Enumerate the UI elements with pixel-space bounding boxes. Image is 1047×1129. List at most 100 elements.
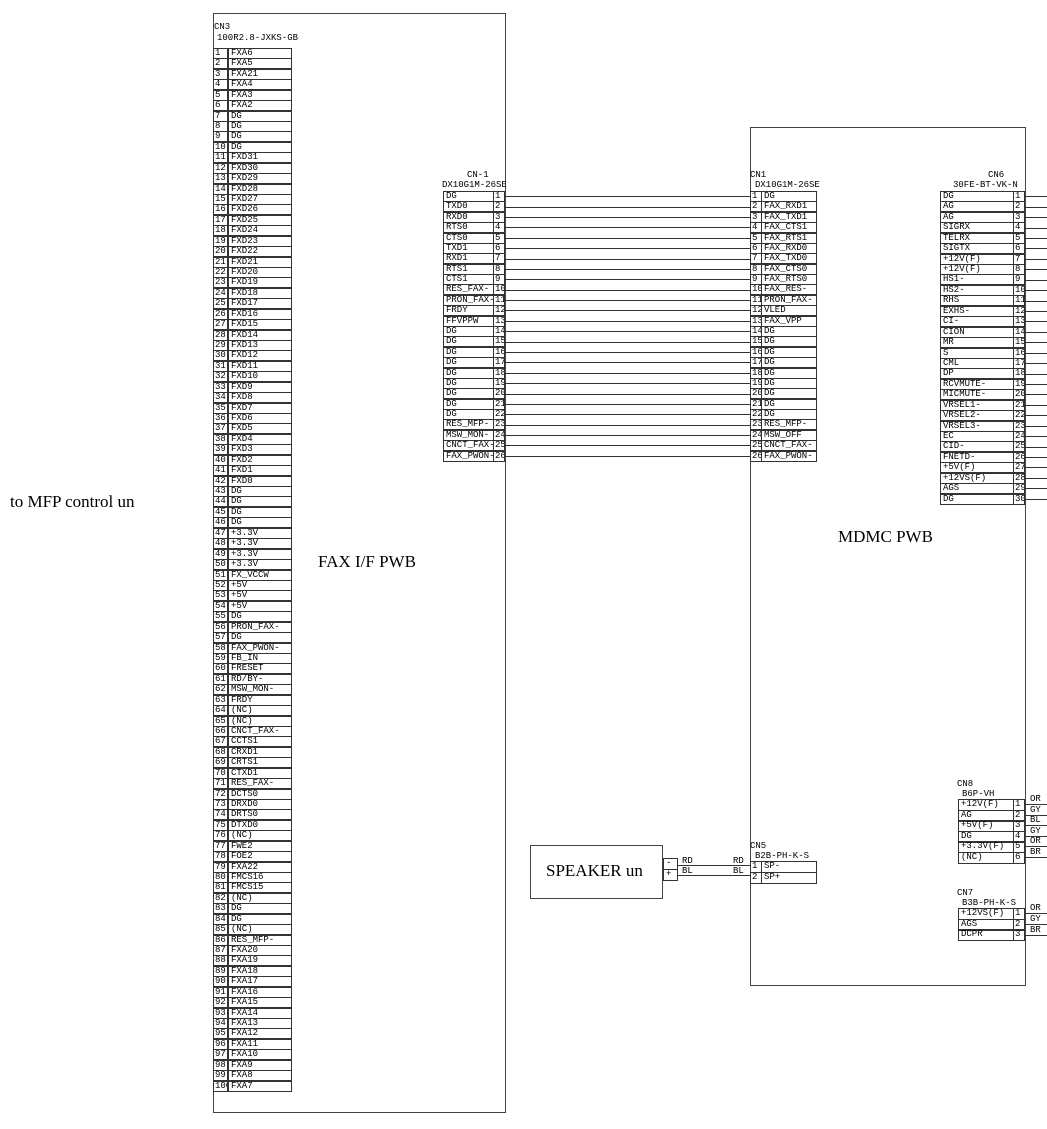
cn3-pin-number: 1: [213, 48, 228, 59]
cn_1-wire: [505, 300, 750, 301]
cn_1-wire: [505, 352, 750, 353]
cn6-wire: [1025, 394, 1047, 395]
cn3-pin-number: 50: [213, 559, 228, 571]
cn6-pin-label: MR: [940, 337, 1014, 349]
cn6-pin-label: RCVMUTE-: [940, 378, 1014, 390]
cn3-pin-label: FXA18: [228, 965, 292, 977]
cn3-pin-label: DG: [228, 506, 292, 518]
cn1-pin-label: FAX_CTS0: [761, 263, 817, 275]
cn3-pin-label: FWE2: [228, 840, 292, 852]
cn3-pin-label: CCTS1: [228, 736, 292, 748]
cn8-pin-label: +3.3V(F): [958, 841, 1014, 853]
cn_1-pin-label: RXD1: [443, 253, 494, 265]
cn3-pin-number: 44: [213, 496, 228, 508]
cn6-pin-label: AG: [940, 211, 1014, 223]
cn6-wire: [1025, 415, 1047, 416]
cn3-pin-number: 2: [213, 58, 228, 70]
cn3-pin-number: 38: [213, 433, 228, 445]
cn3-pin-number: 29: [213, 340, 228, 352]
cn3-pin-label: DCTS0: [228, 788, 292, 800]
cn_1-wire: [505, 269, 750, 270]
cn_1-pin-number: 14: [493, 326, 505, 337]
cn3-pin-number: 60: [213, 663, 228, 675]
cn_1-pin-label: RES_MFP-: [443, 419, 494, 431]
cn1-pin-label: FAX_TXD0: [761, 253, 817, 265]
cn3-pin-label: FXD1: [228, 465, 292, 477]
cn3-pin-number: 6: [213, 100, 228, 112]
cn6-pin-label: DG: [940, 493, 1014, 505]
cn3-pin-number: 4: [213, 79, 228, 91]
cn3-pin-label: FRESET: [228, 663, 292, 675]
cn8-wire-color: OR: [1030, 836, 1041, 846]
cn1-pin-label: DG: [761, 388, 817, 400]
cn6-pin-label: VRSEL1-: [940, 399, 1014, 411]
cn7-name: CN7: [957, 888, 974, 898]
cn3-pin-number: 5: [213, 89, 228, 101]
cn3-pin-label: +3.3V: [228, 548, 292, 560]
cn6-pin-number: 19: [1013, 378, 1025, 390]
cn3-pin-number: 79: [213, 861, 228, 873]
cn6-wire: [1025, 353, 1047, 354]
cn3-pin-number: 97: [213, 1049, 228, 1061]
cn3-pin-label: (NC): [228, 705, 292, 717]
cn3-pin-number: 21: [213, 256, 228, 268]
cn6-pin-label: FNETD-: [940, 451, 1014, 463]
cn3-pin-number: 40: [213, 454, 228, 466]
cn_1-pin-label: PRON_FAX-: [443, 294, 494, 306]
cn3-pin-label: FMCS16: [228, 871, 292, 883]
cn3-pin-number: 39: [213, 444, 228, 456]
cn1-pin-label: DG: [761, 357, 817, 369]
cn3-pin-number: 15: [213, 194, 228, 206]
cn3-pin-number: 73: [213, 798, 228, 810]
cn1-pin-label: DG: [761, 377, 817, 389]
cn6-name: CN6: [988, 170, 1005, 180]
cn6-pin-label: CION: [940, 326, 1014, 338]
cn3-pin-number: 36: [213, 413, 228, 425]
cn3-pin-number: 13: [213, 173, 228, 185]
cn6-pin-number: 29: [1013, 483, 1025, 495]
cn3-pin-label: FXD22: [228, 246, 292, 258]
cn3-pin-number: 55: [213, 611, 228, 623]
cn6-pin-number: 15: [1013, 337, 1025, 349]
cn1-pin-label: DG: [761, 409, 817, 421]
cn8-part: B6P-VH: [962, 789, 995, 799]
cn_1-pin-number: 22: [493, 409, 505, 421]
cn3-pin-number: 19: [213, 235, 228, 247]
cn6-wire: [1025, 311, 1047, 312]
cn6-pin-number: 1: [1013, 191, 1025, 202]
cn8-wire: [1025, 857, 1047, 858]
cn3-pin-label: FXD4: [228, 433, 292, 445]
cn1-pin-label: RES_MFP-: [761, 419, 817, 431]
wire-color-bl-left: BL: [682, 866, 693, 876]
cn3-pin-number: 74: [213, 809, 228, 821]
cn3-pin-label: DG: [228, 632, 292, 644]
cn_1-wire: [505, 362, 750, 363]
cn3-pin-number: 59: [213, 652, 228, 664]
cn3-pin-number: 52: [213, 579, 228, 591]
cn6-wire: [1025, 426, 1047, 427]
cn_1-pin-number: 6: [493, 242, 505, 254]
cn3-pin-number: 98: [213, 1059, 228, 1071]
cn6-pin-label: SIGTX: [940, 243, 1014, 255]
cn3-pin-label: FXD6: [228, 413, 292, 425]
cn6-pin-number: 25: [1013, 441, 1025, 453]
cn3-pin-label: FXD29: [228, 173, 292, 185]
cn3-pin-label: FXA2: [228, 100, 292, 112]
cn6-pin-number: 24: [1013, 430, 1025, 442]
cn8-wire: [1025, 825, 1047, 826]
cn6-pin-label: VRSEL2-: [940, 410, 1014, 422]
cn3-pin-number: 32: [213, 371, 228, 383]
cn5-pin-label: SP+: [761, 871, 817, 884]
cn8-pin-label: DG: [958, 830, 1014, 843]
cn3-pin-number: 58: [213, 642, 228, 654]
cn6-wire: [1025, 301, 1047, 302]
cn3-pin-label: FXA11: [228, 1038, 292, 1050]
cn6-wire: [1025, 248, 1047, 249]
cn6-wire: [1025, 238, 1047, 239]
cn3-pin-label: FXD3: [228, 444, 292, 456]
cn_1-pin-number: 5: [493, 232, 505, 244]
cn6-pin-label: HS2-: [940, 284, 1014, 296]
cn3-pin-label: FOE2: [228, 851, 292, 863]
cn3-pin-label: FXD27: [228, 194, 292, 206]
cn3-pin-number: 25: [213, 298, 228, 310]
